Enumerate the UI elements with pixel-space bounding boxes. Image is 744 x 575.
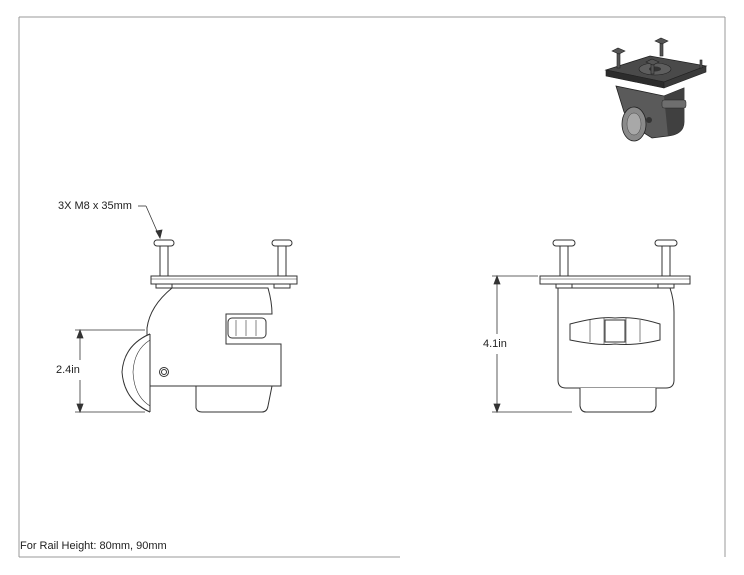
rail-height-note: For Rail Height: 80mm, 90mm [20, 540, 167, 552]
bolt-leader [138, 205, 163, 240]
front-height-dimension [492, 274, 572, 414]
front-view [539, 239, 691, 413]
side-height-dimension [75, 328, 145, 414]
side-view [121, 239, 298, 413]
isometric-render [604, 37, 708, 142]
front-height-label: 4.1in [483, 338, 507, 350]
sheet-border [18, 16, 726, 558]
side-height-label: 2.4in [56, 364, 80, 376]
bolt-callout-label: 3X M8 x 35mm [58, 200, 132, 212]
